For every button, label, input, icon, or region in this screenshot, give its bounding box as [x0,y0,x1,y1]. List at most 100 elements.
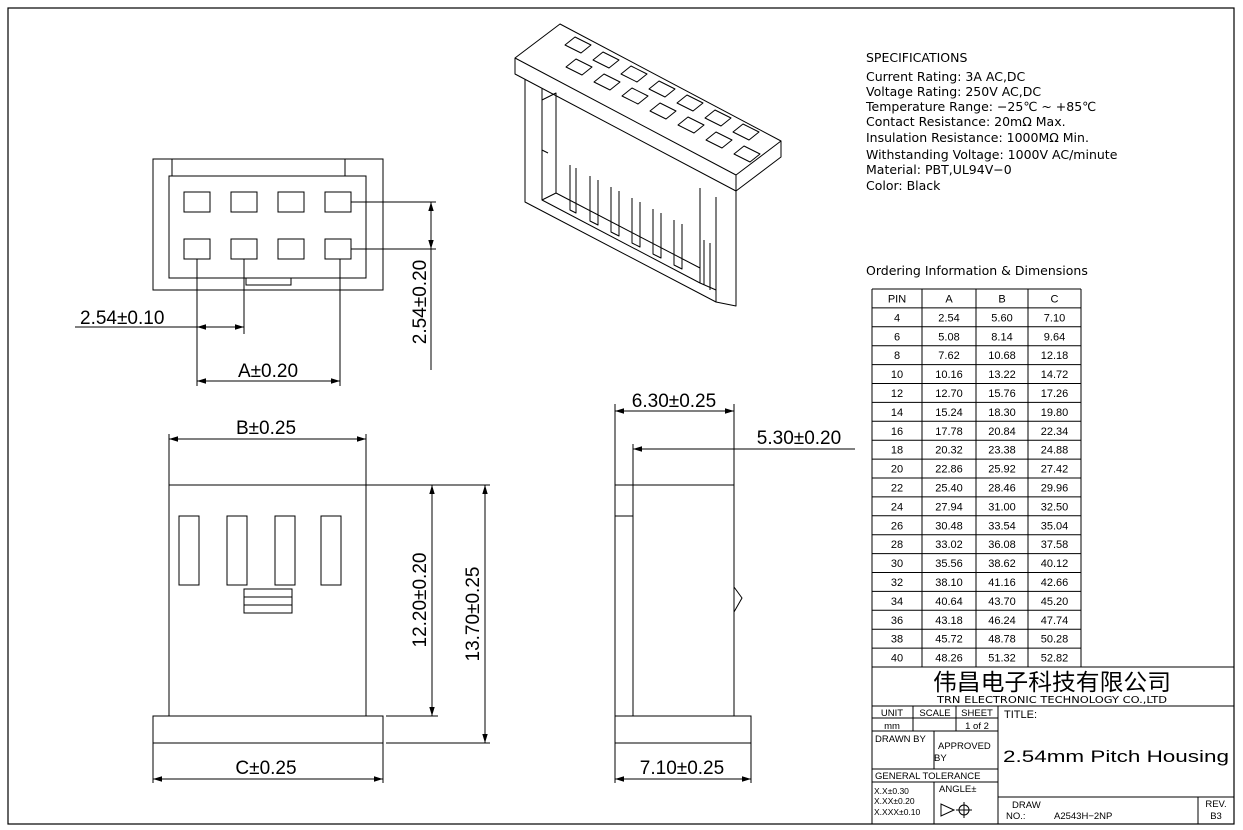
isometric-view [514,23,782,307]
spec-line: Withstanding Voltage: 1000V AC/minute [866,147,1118,162]
dimension-lines-top [75,202,434,384]
table-cell: 32 [891,577,903,589]
spec-line: Material: PBT,UL94V−0 [866,162,1012,177]
table-cell: 36.08 [988,539,1016,551]
table-cell: 37.58 [1041,539,1069,551]
table-cell: 33.02 [935,539,963,551]
table-cell: 40 [891,653,903,665]
spec-line: Current Rating: 3A AC,DC [866,69,1026,84]
approved-label: APPROVED [938,741,991,752]
table-cell: 22.34 [1041,426,1069,438]
table-header-cell: PIN [888,294,906,306]
table-cell: 48.26 [935,653,963,665]
table-cell: 47.74 [1041,615,1069,627]
angle-label: ANGLE± [939,784,976,795]
spec-line: Temperature Range: −25℃ ~ +85℃ [865,99,1096,114]
title-label: TITLE: [1004,709,1037,721]
iso-cavities-back-row [564,36,760,141]
front-view [152,434,490,783]
dim-depth-top: 6.30±0.25 [632,391,716,412]
bottom-row-cavities [183,238,352,260]
tolerance-one-decimal: X.X±0.30 [874,786,909,796]
table-cell: 46.24 [988,615,1016,627]
table-header-cell: A [945,294,953,306]
table-cell: 26 [891,520,903,532]
table-cell: 10.68 [988,350,1016,362]
table-cell: 12.70 [935,388,963,400]
table-cell: 48.78 [988,634,1016,646]
table-cell: 5.08 [938,331,959,343]
table-cell: 18 [891,445,903,457]
table-cell: 35.56 [935,558,963,570]
table-cell: 41.16 [988,577,1016,589]
table-cell: 38.62 [988,558,1016,570]
table-cell: 20.32 [935,445,963,457]
table-cell: 45.72 [935,634,963,646]
title-value: 2.54mm Pitch Housing [1003,747,1229,766]
unit-value: mm [884,721,900,732]
table-cell: 40.64 [935,596,963,608]
table-header-cell: B [998,294,1005,306]
draw-label: DRAW [1012,800,1041,811]
no-label: NO.: [1006,811,1026,822]
iso-cavities-front-row [565,58,761,163]
table-cell: 5.60 [991,312,1012,324]
dim-height-inner: 12.20±0.20 [410,553,431,648]
dim-depth-inner: 5.30±0.20 [757,428,841,449]
table-cell: 17.26 [1041,388,1069,400]
title-block [871,666,1234,824]
table-cell: 7.62 [938,350,959,362]
table-cell: 4 [894,312,900,324]
table-cell: 30.48 [935,520,963,532]
top-row-cavities [183,191,352,213]
drawn-by-label: DRAWN BY [875,734,927,745]
table-cell: 7.10 [1044,312,1065,324]
approved-by-label: BY [934,753,947,764]
table-cell: 12 [891,388,903,400]
dimension-lines-side [615,408,855,782]
table-cell: 19.80 [1041,407,1069,419]
table-cell: 43.18 [935,615,963,627]
table-cell: 40.12 [1041,558,1069,570]
rev-label: REV. [1205,799,1226,810]
table-cell: 14.72 [1041,369,1069,381]
dimension-lines-front [153,436,488,782]
table-cell: 35.04 [1041,520,1069,532]
dim-height-total: 13.70±0.25 [463,567,484,662]
specifications-heading: SPECIFICATIONS [866,50,967,65]
table-cell: 24.88 [1041,445,1069,457]
table-cell: 24 [891,501,903,513]
table-cell: 50.28 [1041,634,1069,646]
table-cell: 27.42 [1041,464,1069,476]
table-cell: 10.16 [935,369,963,381]
table-cell: 9.64 [1044,331,1065,343]
table-cell: 8.14 [991,331,1012,343]
table-cell: 32.50 [1041,501,1069,513]
table-cell: 52.82 [1041,653,1069,665]
table-header-cell: C [1051,294,1059,306]
spec-line: Color: Black [866,178,941,193]
unit-label: UNIT [881,708,903,719]
table-cell: 22 [891,483,903,495]
table-cell: 22.86 [935,464,963,476]
sheet-label: SHEET [961,708,993,719]
table-cell: 36 [891,615,903,627]
table-cell: 42.66 [1041,577,1069,589]
dim-depth-bottom: 7.10±0.25 [640,758,724,779]
tolerance-two-decimal: X.XX±0.20 [874,796,915,806]
table-cell: 45.20 [1041,596,1069,608]
table-cell: 17.78 [935,426,963,438]
table-cell: 6 [894,331,900,343]
table-cell: 43.70 [988,596,1016,608]
table-cell: 2.54 [938,312,959,324]
table-cell: 25.40 [935,483,963,495]
spec-line: Voltage Rating: 250V AC,DC [866,84,1041,99]
dim-row-pitch: 2.54±0.20 [410,260,431,344]
table-cell: 31.00 [988,501,1016,513]
table-cell: 51.32 [988,653,1016,665]
table-cell: 33.54 [988,520,1016,532]
table-cell: 20.84 [988,426,1016,438]
table-cell: 16 [891,426,903,438]
